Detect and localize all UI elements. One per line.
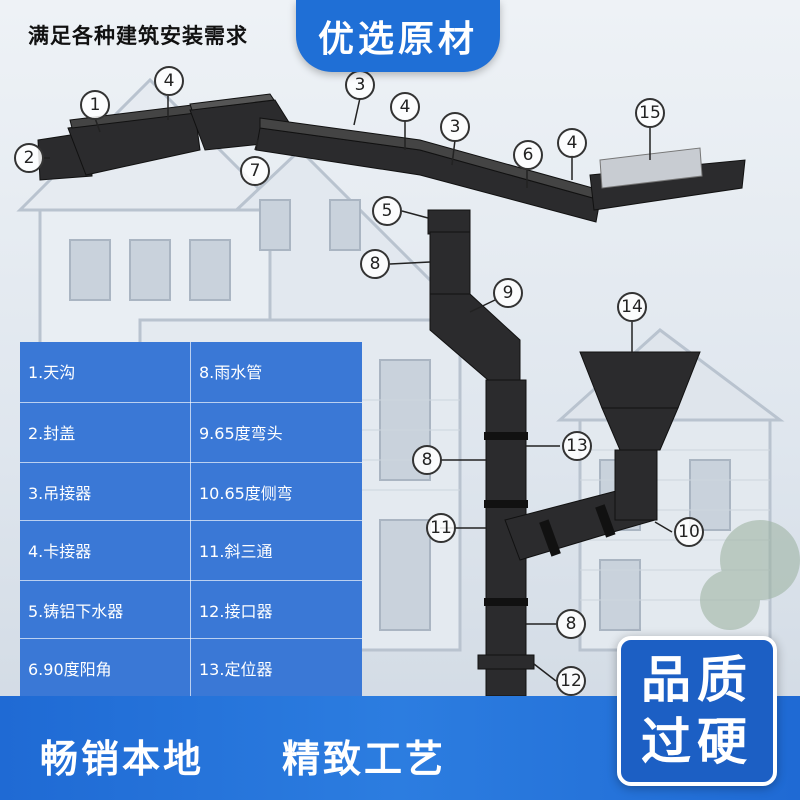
legend-row: 2.封盖 9.65度弯头 [20, 403, 362, 461]
legend-cell: 9.65度弯头 [199, 424, 283, 443]
callout-4a: 4 [154, 66, 184, 96]
callout-15: 15 [635, 98, 665, 128]
callout-8c: 8 [556, 609, 586, 639]
legend-row: 4.卡接器 11.斜三通 [20, 521, 362, 579]
legend-divider [190, 342, 191, 702]
callout-2: 2 [14, 143, 44, 173]
legend-cell: 1.天沟 [28, 363, 76, 382]
legend-cell: 4.卡接器 [28, 542, 92, 561]
callout-8b: 8 [412, 445, 442, 475]
legend-cell: 3.吊接器 [28, 484, 92, 503]
legend-row-divider [20, 402, 362, 403]
quality-badge-line2: 过硬 [641, 713, 753, 771]
callout-9: 9 [493, 278, 523, 308]
legend-row-divider [20, 520, 362, 521]
callout-4c: 4 [557, 128, 587, 158]
callout-1: 1 [80, 90, 110, 120]
callout-3a: 3 [345, 70, 375, 100]
legend-cell: 5.铸铝下水器 [28, 602, 124, 621]
quality-badge-line1: 品质 [641, 651, 753, 709]
legend-row-divider [20, 580, 362, 581]
legend-row-divider [20, 638, 362, 639]
callout-11: 11 [426, 513, 456, 543]
legend-cell: 2.封盖 [28, 424, 76, 443]
legend-cell: 12.接口器 [199, 602, 273, 621]
legend-row: 6.90度阳角 13.定位器 [20, 639, 362, 697]
callout-5: 5 [372, 196, 402, 226]
callout-7: 7 [240, 156, 270, 186]
legend-cell: 10.65度侧弯 [199, 484, 293, 503]
legend-row: 3.吊接器 10.65度侧弯 [20, 463, 362, 521]
legend-row: 1.天沟 8.雨水管 [20, 342, 362, 400]
legend-row-divider [20, 462, 362, 463]
legend-cell: 6.90度阳角 [28, 660, 112, 679]
legend-cell: 13.定位器 [199, 660, 273, 679]
callout-12: 12 [556, 666, 586, 696]
quality-badge: 品质 过硬 [617, 636, 777, 786]
callout-10: 10 [674, 517, 704, 547]
callout-13: 13 [562, 431, 592, 461]
callout-3b: 3 [440, 112, 470, 142]
callout-4b: 4 [390, 92, 420, 122]
header-title: 满足各种建筑安装需求 [28, 24, 248, 48]
legend-cell: 8.雨水管 [199, 363, 263, 382]
legend-cell: 11.斜三通 [199, 542, 273, 561]
bottom-slogan-middle: 精致工艺 [282, 737, 447, 781]
legend-row: 5.铸铝下水器 12.接口器 [20, 581, 362, 639]
callout-6: 6 [513, 140, 543, 170]
callout-8a: 8 [360, 249, 390, 279]
header-badge: 优选原材 [296, 0, 500, 72]
bottom-slogan-left: 畅销本地 [40, 737, 205, 781]
parts-legend-table: 1.天沟 8.雨水管 2.封盖 9.65度弯头 3.吊接器 10.65度侧弯 4… [20, 342, 362, 702]
callout-14: 14 [617, 292, 647, 322]
